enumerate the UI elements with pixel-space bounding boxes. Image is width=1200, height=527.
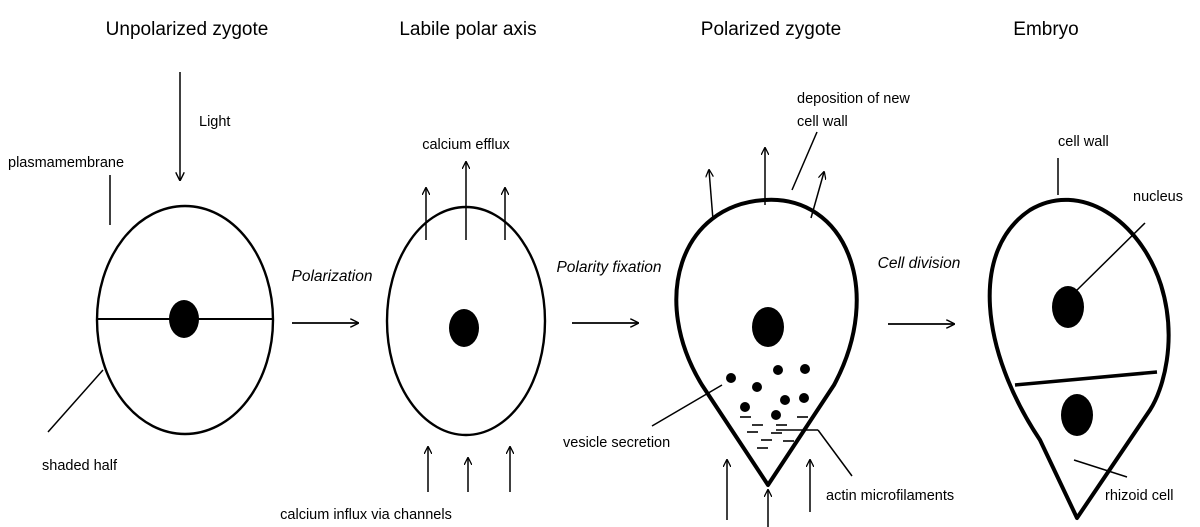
rhizoid-cell-label: rhizoid cell	[1105, 488, 1174, 504]
actin-microfilaments-label: actin microfilaments	[826, 488, 954, 504]
shaded-half-label: shaded half	[42, 458, 118, 474]
unpolarized-zygote-cell: Light plasmamembrane shaded half	[8, 72, 273, 474]
nucleus-label: nucleus	[1133, 189, 1183, 205]
embryo-rhizoid-nucleus	[1061, 394, 1093, 436]
polarized-nucleus	[752, 307, 784, 347]
embryo-cell: cell wall nucleus rhizoid cell	[990, 134, 1183, 518]
efflux-arrow-left	[709, 170, 713, 220]
nucleus-pointer	[1074, 223, 1145, 293]
stage-title-unpolarized-zygote: Unpolarized zygote	[106, 19, 269, 40]
efflux-arrow-right	[811, 172, 824, 218]
calcium-influx-label: calcium influx via channels	[280, 507, 452, 523]
vesicle-secretion-label: vesicle secretion	[563, 435, 670, 451]
deposition-label-line2: cell wall	[797, 114, 848, 130]
embryo-apical-nucleus	[1052, 286, 1084, 328]
actin-pointer-diagonal	[818, 430, 852, 476]
transition-label-polarity-fixation: Polarity fixation	[556, 259, 661, 276]
embryo-cell-wall	[990, 200, 1169, 518]
calcium-efflux-label: calcium efflux	[422, 137, 510, 153]
transition-label-polarization: Polarization	[292, 268, 373, 285]
rhizoid-pointer	[1074, 460, 1127, 477]
shaded-half-pointer	[48, 370, 103, 432]
light-label: Light	[199, 114, 230, 130]
stage-title-labile-polar-axis: Labile polar axis	[399, 19, 536, 40]
unpolarized-nucleus	[169, 300, 199, 338]
labile-polar-axis-cell: calcium efflux calcium influx via channe…	[280, 137, 545, 523]
deposition-label-line1: deposition of new	[797, 91, 910, 107]
vesicle-secretion-pointer	[652, 385, 722, 426]
stage-title-embryo: Embryo	[1013, 19, 1078, 40]
labile-nucleus	[449, 309, 479, 347]
stage-title-polarized-zygote: Polarized zygote	[701, 19, 841, 40]
cell-wall-label: cell wall	[1058, 134, 1109, 150]
secretory-vesicles	[726, 364, 810, 420]
plasmamembrane-label: plasmamembrane	[8, 155, 124, 171]
deposition-pointer	[792, 132, 817, 190]
polarized-zygote-cell: deposition of new cell wall vesicle secr…	[563, 91, 954, 527]
transition-label-cell-division: Cell division	[878, 255, 961, 272]
division-plane	[1015, 372, 1157, 385]
